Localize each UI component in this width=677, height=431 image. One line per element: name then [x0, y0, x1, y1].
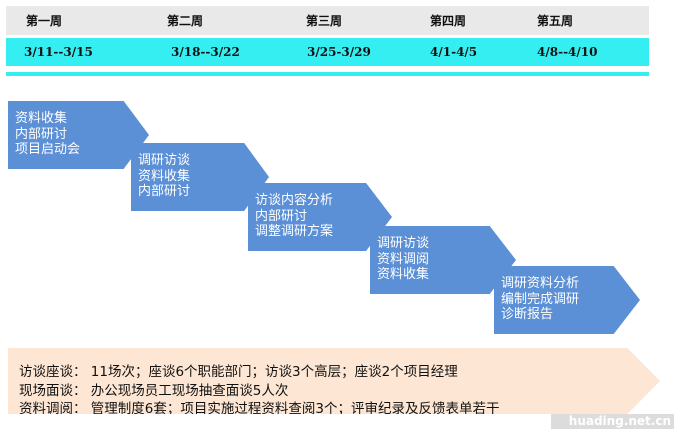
step-4-line-2: 资料调阅	[377, 251, 430, 267]
step-arrow-2: 调研访谈 资料收集 内部研讨	[131, 143, 269, 211]
date-label-1: 3/11--3/15	[24, 45, 93, 59]
date-label-4: 4/1-4/5	[430, 45, 478, 59]
week-header-bar	[6, 6, 649, 35]
step-4-line-1: 调研访谈	[377, 236, 430, 251]
step-3-line-1: 访谈内容分析	[255, 193, 334, 208]
date-band-divider	[6, 72, 649, 76]
step-2-line-2: 资料收集	[138, 168, 191, 184]
week-label-5: 第五周	[537, 14, 574, 28]
step-2-line-1: 调研访谈	[138, 153, 191, 168]
summary-line-documents: 资料调阅： 管理制度6套；项目实施过程资料查阅3个；评审纪录及反馈表单若干	[19, 401, 500, 417]
week-label-1: 第一周	[26, 14, 63, 28]
date-label-5: 4/8--4/10	[537, 45, 598, 59]
step-5-line-3: 诊断报告	[501, 307, 554, 322]
summary-line-interviews: 访谈座谈： 11场次；座谈6个职能部门；访谈3个高层；座谈2个项目经理	[19, 364, 458, 380]
step-arrow-3: 访谈内容分析 内部研讨 调整调研方案	[248, 183, 392, 251]
step-1-line-1: 资料收集	[15, 111, 68, 126]
step-4-line-3: 资料收集	[377, 267, 430, 282]
step-arrow-4: 调研访谈 资料调阅 资料收集	[370, 226, 516, 294]
date-label-2: 3/18--3/22	[171, 45, 240, 59]
step-arrow-1: 资料收集 内部研讨 项目启动会	[8, 101, 149, 169]
step-2-line-3: 内部研讨	[138, 184, 191, 199]
step-1-line-2: 内部研讨	[15, 126, 68, 142]
summary-line-onsite: 现场面谈： 办公现场员工现场抽查面谈5人次	[19, 383, 289, 399]
step-5-line-2: 编制完成调研	[501, 291, 580, 307]
step-arrow-5: 调研资料分析 编制完成调研 诊断报告	[494, 266, 640, 334]
step-1-line-3: 项目启动会	[15, 142, 81, 157]
week-label-3: 第三周	[306, 14, 343, 28]
date-band	[6, 38, 649, 66]
week-label-2: 第二周	[167, 14, 204, 28]
step-5-line-1: 调研资料分析	[501, 276, 580, 291]
watermark: huading.net.cn	[551, 414, 674, 429]
step-3-line-3: 调整调研方案	[255, 224, 334, 239]
date-label-3: 3/25-3/29	[307, 45, 371, 59]
summary-box: 访谈座谈： 11场次；座谈6个职能部门；访谈3个高层；座谈2个项目经理 现场面谈…	[8, 348, 660, 414]
step-3-line-2: 内部研讨	[255, 208, 308, 224]
week-label-4: 第四周	[430, 14, 467, 28]
